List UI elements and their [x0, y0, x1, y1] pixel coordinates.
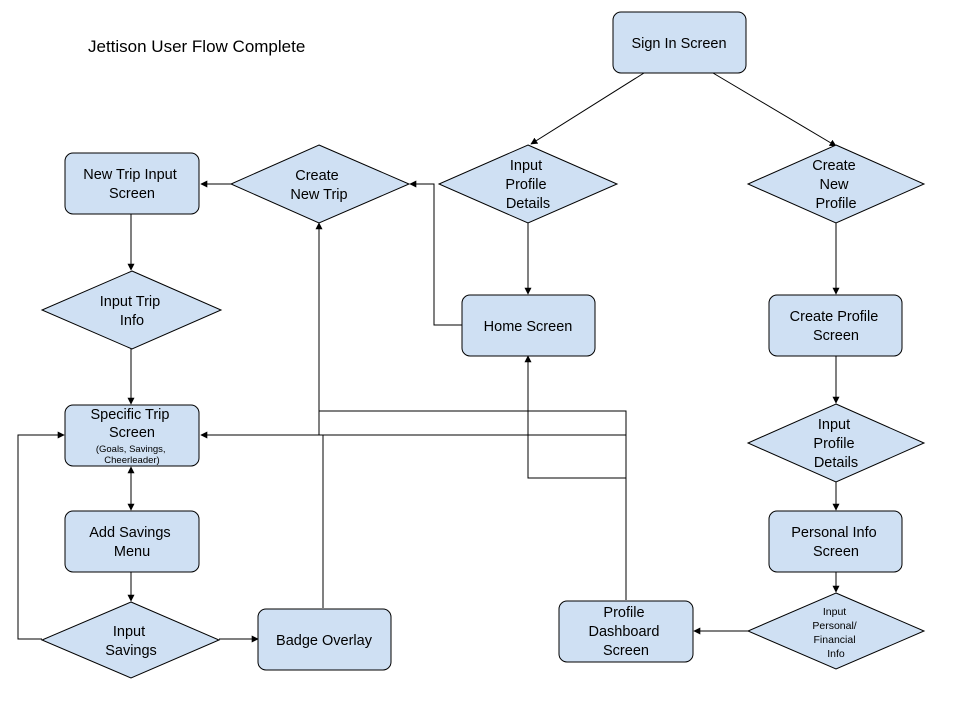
node-input-profile-details-right: Input Profile Details — [746, 403, 926, 483]
node-label: Input — [113, 624, 145, 640]
node-sublabel: Cheerleader) — [104, 455, 159, 466]
node-sign-in-screen: Sign In Screen — [612, 11, 747, 74]
node-label: Profile — [815, 196, 856, 212]
svg-text:Home Screen: Home Screen — [484, 319, 573, 335]
node-label: Personal Info — [791, 525, 876, 541]
nodes: Sign In Screen Input Profile Details Cre… — [40, 11, 926, 679]
node-add-savings-menu: Add Savings Menu — [64, 510, 200, 573]
svg-text:Create Profile Screen: Create Profile Screen — [790, 309, 883, 344]
svg-text:Create New Trip: Create New Trip — [290, 168, 347, 203]
node-label: Financial — [814, 634, 856, 646]
edge-dashboard-to-specific-trip — [200, 431, 627, 600]
node-label: Input — [510, 158, 542, 174]
node-label: Profile — [505, 177, 546, 193]
node-label: Badge Overlay — [276, 633, 373, 649]
node-input-personal-financial-info: Input Personal/ Financial Info — [746, 592, 926, 670]
edges — [17, 72, 840, 643]
node-label: Personal/ — [812, 620, 856, 632]
node-input-profile-details-top: Input Profile Details — [437, 144, 619, 224]
svg-text:Input Savings: Input Savings — [105, 624, 157, 659]
node-label: Details — [814, 455, 858, 471]
svg-text:Sign In Screen: Sign In Screen — [631, 36, 726, 52]
svg-text:Profile Dashboard: Profile Dashboard Screen — [589, 605, 664, 659]
svg-text:Input Profile: Input Profile Details — [813, 417, 858, 471]
node-label: Savings — [105, 643, 157, 659]
node-sublabel: (Goals, Savings, — [96, 444, 166, 455]
node-label: Input Trip — [100, 294, 160, 310]
node-badge-overlay: Badge Overlay — [257, 608, 392, 671]
node-label: Screen — [813, 328, 859, 344]
edge-dashboard-to-create-new-trip — [319, 410, 627, 435]
node-label: Info — [120, 313, 144, 329]
node-label: Sign In Screen — [631, 36, 726, 52]
svg-text:New Trip Input Screen: New Trip Input Screen — [83, 167, 181, 202]
node-label: Info — [827, 648, 845, 660]
node-input-trip-info: Input Trip Info — [40, 270, 223, 350]
node-label: Input — [818, 417, 850, 433]
node-new-trip-input-screen: New Trip Input Screen — [64, 152, 200, 215]
node-label: Create — [295, 168, 339, 184]
svg-text:(Goals, Savings, Cheer: (Goals, Savings, Cheerleader) — [96, 444, 168, 466]
node-label: Add Savings — [89, 525, 170, 541]
node-label: Create Profile — [790, 309, 879, 325]
svg-text:Create New Pro: Create New Profile — [812, 158, 860, 212]
node-label: Create — [812, 158, 856, 174]
edge-input-savings-loop-to-specific-trip — [17, 431, 65, 640]
edge-home-to-create-new-trip — [409, 180, 462, 326]
node-create-profile-screen: Create Profile Screen — [768, 294, 903, 357]
node-label: Screen — [109, 186, 155, 202]
svg-text:Personal Info Screen: Personal Info Screen — [791, 525, 880, 560]
node-label: Screen — [109, 425, 155, 441]
edge-dashboard-to-home — [524, 355, 626, 479]
node-label: Details — [506, 196, 550, 212]
svg-text:Badge Overlay: Badge Overlay — [276, 633, 373, 649]
node-label: New — [819, 177, 849, 193]
edge-signin-to-create-new-profile — [712, 72, 837, 147]
svg-text:Input Profile: Input Profile Details — [505, 158, 550, 212]
svg-text:Input Personal/: Input Personal/ Financial Info — [812, 606, 859, 660]
node-input-savings: Input Savings — [40, 601, 221, 679]
node-label: Home Screen — [484, 319, 573, 335]
node-label: New Trip — [290, 187, 347, 203]
node-label: Dashboard — [589, 624, 660, 640]
node-create-new-trip: Create New Trip — [229, 144, 411, 224]
edge-signin-to-input-profile — [530, 72, 645, 145]
node-label: Input — [823, 606, 846, 618]
svg-text:Specific Trip Screen: Specific Trip Screen — [90, 407, 173, 441]
node-label: Profile — [813, 436, 854, 452]
node-label: Profile — [603, 605, 644, 621]
node-label: Menu — [114, 544, 150, 560]
node-label: Specific Trip — [90, 407, 169, 423]
node-label: New Trip Input — [83, 167, 177, 183]
node-specific-trip-screen: Specific Trip Screen (Goals, Savings, Ch… — [64, 404, 200, 467]
node-label: Screen — [603, 643, 649, 659]
node-personal-info-screen: Personal Info Screen — [768, 510, 903, 573]
node-create-new-profile: Create New Profile — [746, 144, 926, 224]
svg-text:Add Savings Menu: Add Savings Menu — [89, 525, 174, 560]
node-label: Screen — [813, 544, 859, 560]
svg-text:Input Trip Info: Input Trip Info — [100, 294, 164, 329]
diagram-title: Jettison User Flow Complete — [88, 37, 305, 56]
node-home-screen: Home Screen — [461, 294, 596, 357]
node-profile-dashboard-screen: Profile Dashboard Screen — [558, 600, 694, 663]
